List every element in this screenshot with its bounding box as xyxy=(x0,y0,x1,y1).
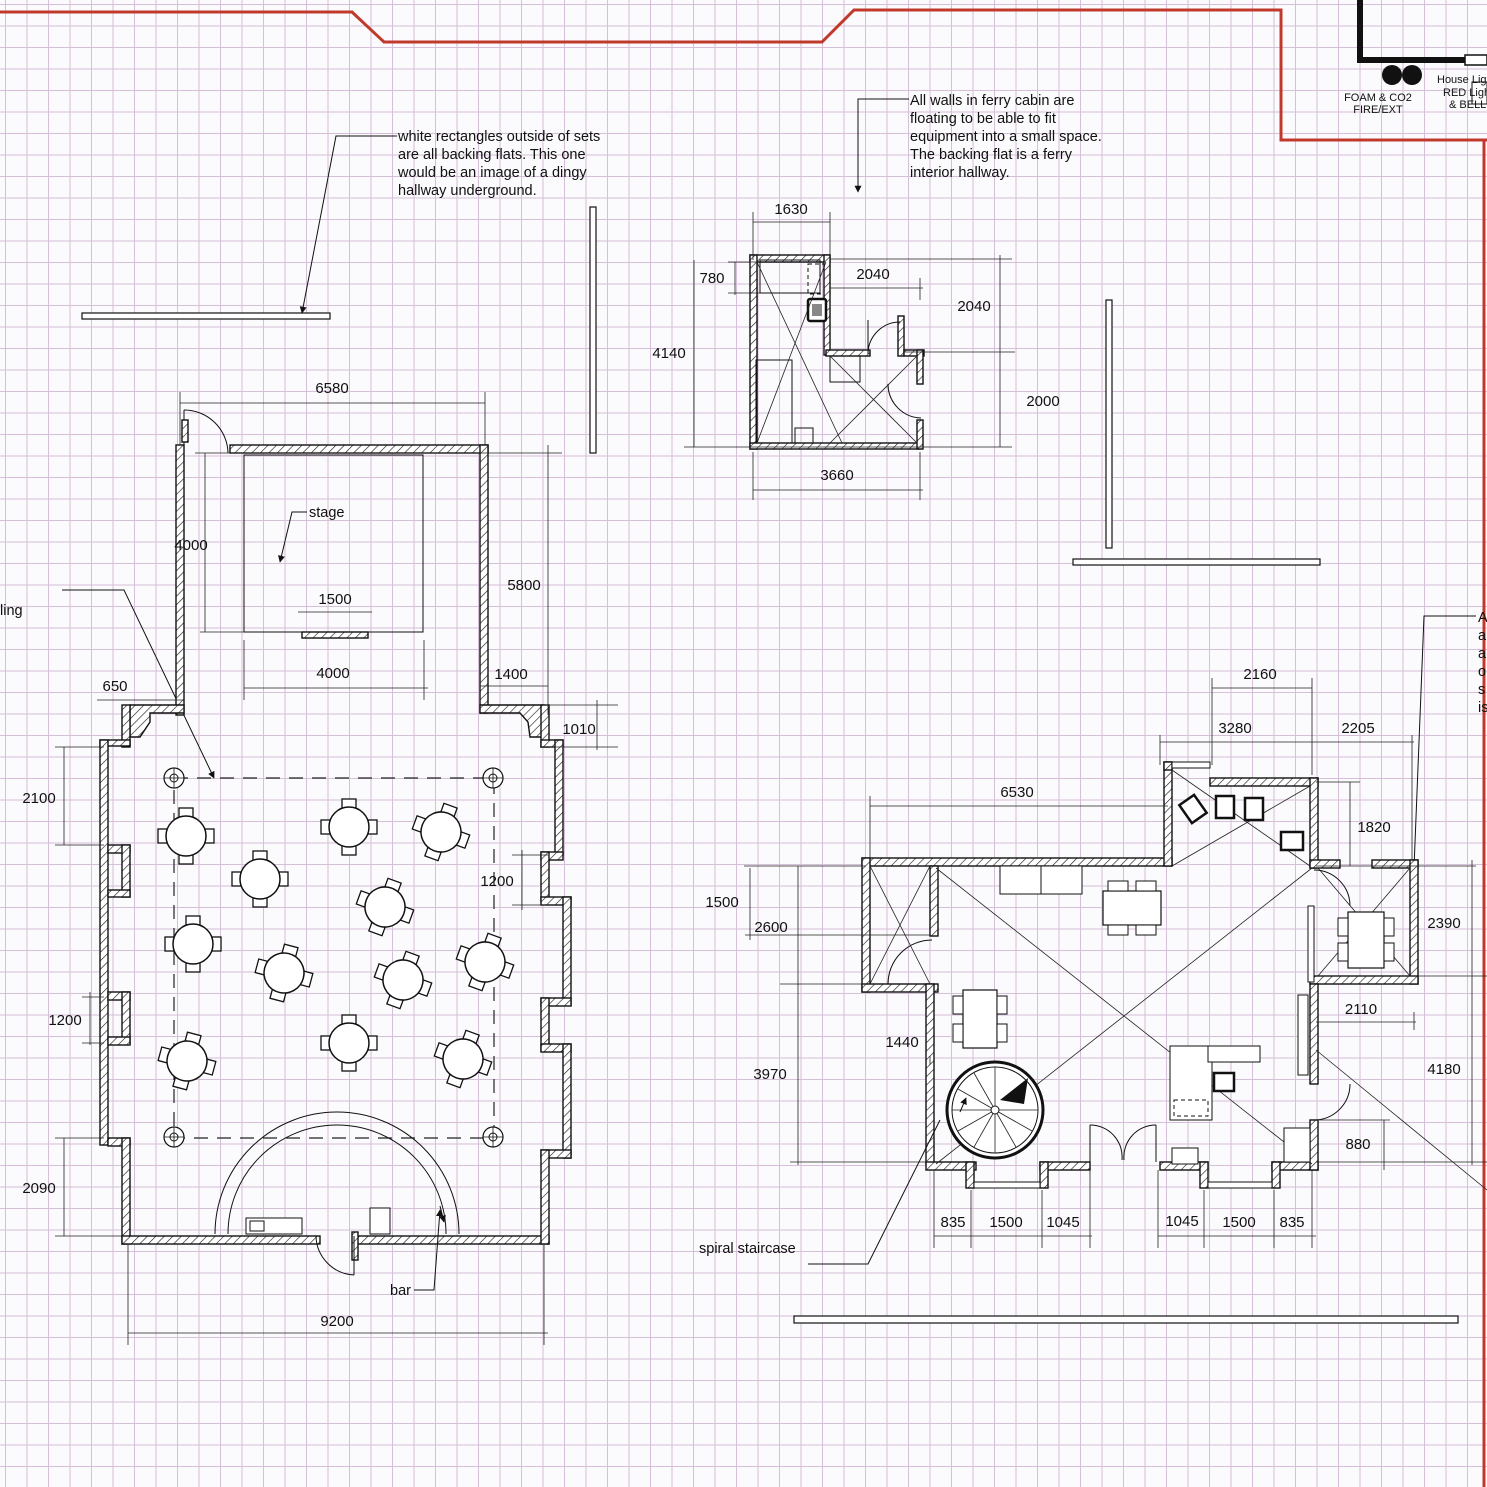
svg-text:6530: 6530 xyxy=(1000,784,1033,801)
venue-boundary xyxy=(0,8,1487,1487)
svg-text:1630: 1630 xyxy=(774,201,807,218)
svg-text:s: s xyxy=(1478,682,1485,698)
svg-text:o: o xyxy=(1478,664,1486,680)
svg-text:1500: 1500 xyxy=(989,1214,1022,1231)
svg-text:white rectangles outside of se: white rectangles outside of sets xyxy=(397,129,600,145)
svg-text:5800: 5800 xyxy=(507,577,540,594)
svg-text:a: a xyxy=(1478,646,1487,662)
tables xyxy=(151,795,522,1097)
svg-text:A: A xyxy=(1478,610,1487,626)
svg-text:1200: 1200 xyxy=(48,1012,81,1029)
bar-label: bar xyxy=(390,1283,411,1299)
note-backing-flats: white rectangles outside of sets are all… xyxy=(299,129,600,314)
backing-flat-ferry xyxy=(1105,299,1113,549)
legend-red-lights: RED Ligh xyxy=(1443,87,1487,99)
svg-text:1045: 1045 xyxy=(1165,1213,1198,1230)
svg-text:is: is xyxy=(1478,700,1487,716)
svg-text:1010: 1010 xyxy=(562,721,595,738)
svg-text:2090: 2090 xyxy=(22,1180,55,1197)
backing-flat xyxy=(1072,558,1321,566)
legend-fire-ext: FIRE/EXT xyxy=(1353,104,1403,116)
svg-text:would be an image of a dingy: would be an image of a dingy xyxy=(397,165,587,181)
svg-text:3970: 3970 xyxy=(753,1066,786,1083)
svg-text:2110: 2110 xyxy=(1345,1001,1377,1018)
spiral-staircase xyxy=(945,1060,1045,1160)
svg-text:ling: ling xyxy=(0,603,23,619)
svg-text:floating to be able to fit: floating to be able to fit xyxy=(910,111,1056,127)
extinguisher-icon xyxy=(1382,65,1402,85)
note-right-partial: A a a o s is xyxy=(1410,610,1487,869)
svg-text:1200: 1200 xyxy=(480,873,513,890)
svg-text:9200: 9200 xyxy=(320,1313,353,1330)
svg-text:1500: 1500 xyxy=(1222,1214,1255,1231)
svg-text:1820: 1820 xyxy=(1357,819,1390,836)
svg-text:3280: 3280 xyxy=(1218,720,1251,737)
spiral-staircase-label: spiral staircase xyxy=(699,1241,796,1257)
svg-text:2205: 2205 xyxy=(1341,720,1374,737)
backing-flats xyxy=(81,206,1459,1324)
safety-legend: FOAM & CO2 FIRE/EXT House Lig RED Ligh &… xyxy=(1344,0,1487,116)
svg-text:3660: 3660 xyxy=(820,467,853,484)
svg-text:interior hallway.: interior hallway. xyxy=(910,165,1010,181)
svg-text:650: 650 xyxy=(102,678,127,695)
backing-flat xyxy=(589,206,597,454)
svg-text:equipment into a small space.: equipment into a small space. xyxy=(910,129,1102,145)
legend-foam-co2: FOAM & CO2 xyxy=(1344,92,1412,104)
svg-text:2040: 2040 xyxy=(957,298,990,315)
svg-text:4180: 4180 xyxy=(1427,1061,1460,1078)
svg-text:835: 835 xyxy=(1279,1214,1304,1231)
svg-text:a: a xyxy=(1478,628,1487,644)
svg-text:1400: 1400 xyxy=(494,666,527,683)
extinguisher-icon xyxy=(1402,65,1422,85)
svg-text:1500: 1500 xyxy=(318,591,351,608)
svg-text:All walls in ferry cabin are: All walls in ferry cabin are xyxy=(910,93,1074,109)
svg-text:880: 880 xyxy=(1345,1136,1370,1153)
svg-text:The backing flat is a ferry: The backing flat is a ferry xyxy=(910,147,1073,163)
legend-bell: & BELL xyxy=(1449,99,1486,111)
svg-text:2600: 2600 xyxy=(754,919,787,936)
right-room: spiral staircase xyxy=(699,666,1487,1265)
svg-text:4140: 4140 xyxy=(652,345,685,362)
svg-text:1500: 1500 xyxy=(705,894,738,911)
svg-text:2100: 2100 xyxy=(22,790,55,807)
ferry-cabin: 1630 780 2040 2040 4140 2000 3660 xyxy=(652,201,1060,500)
svg-text:2390: 2390 xyxy=(1427,915,1460,932)
svg-text:are all backing flats. This on: are all backing flats. This one xyxy=(398,147,586,163)
note-ferry-cabin: All walls in ferry cabin are floating to… xyxy=(854,93,1102,193)
svg-text:2040: 2040 xyxy=(856,266,889,283)
backing-flat xyxy=(793,1315,1459,1324)
svg-text:4000: 4000 xyxy=(316,665,349,682)
svg-text:hallway underground.: hallway underground. xyxy=(398,183,537,199)
backing-flat-hallway xyxy=(81,312,331,320)
bar-room: stage xyxy=(22,380,618,1345)
svg-text:1045: 1045 xyxy=(1046,1214,1079,1231)
svg-text:835: 835 xyxy=(940,1214,965,1231)
svg-text:1440: 1440 xyxy=(885,1034,918,1051)
svg-text:2160: 2160 xyxy=(1243,666,1276,683)
legend-house-lights: House Lig xyxy=(1437,74,1487,86)
svg-text:4000: 4000 xyxy=(174,537,207,554)
svg-text:6580: 6580 xyxy=(315,380,348,397)
stage-label: stage xyxy=(309,505,344,521)
svg-text:780: 780 xyxy=(699,270,724,287)
svg-text:2000: 2000 xyxy=(1026,393,1059,410)
